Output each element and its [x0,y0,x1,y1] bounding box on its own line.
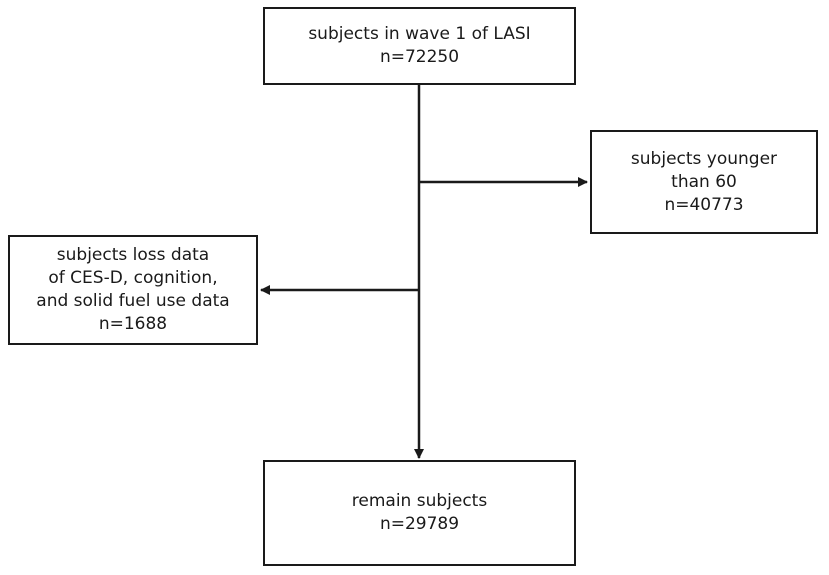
missing-data-line-1: subjects loss data [56,245,210,265]
younger-exclusion-line-3: n=40773 [664,194,744,215]
missing-data-line-4: n=1688 [98,314,168,334]
younger-exclusion-line-1: subjects younger [630,148,778,169]
younger-exclusion-box: subjects younger than 60 n=40773 [590,130,818,234]
younger-exclusion-line-2: than 60 [671,171,737,192]
result-box: remain subjects n=29789 [263,460,576,566]
result-box-line-1: remain subjects [351,491,488,511]
missing-data-line-3: and solid fuel use data [36,291,230,311]
missing-data-line-2: of CES-D, cognition, [48,268,218,288]
missing-data-exclusion-box: subjects loss data of CES-D, cognition, … [8,235,258,345]
result-box-line-2: n=29789 [379,514,460,534]
start-box-line-1: subjects in wave 1 of LASI [308,24,531,44]
start-box: subjects in wave 1 of LASI n=72250 [263,7,576,85]
start-box-line-2: n=72250 [379,47,460,67]
